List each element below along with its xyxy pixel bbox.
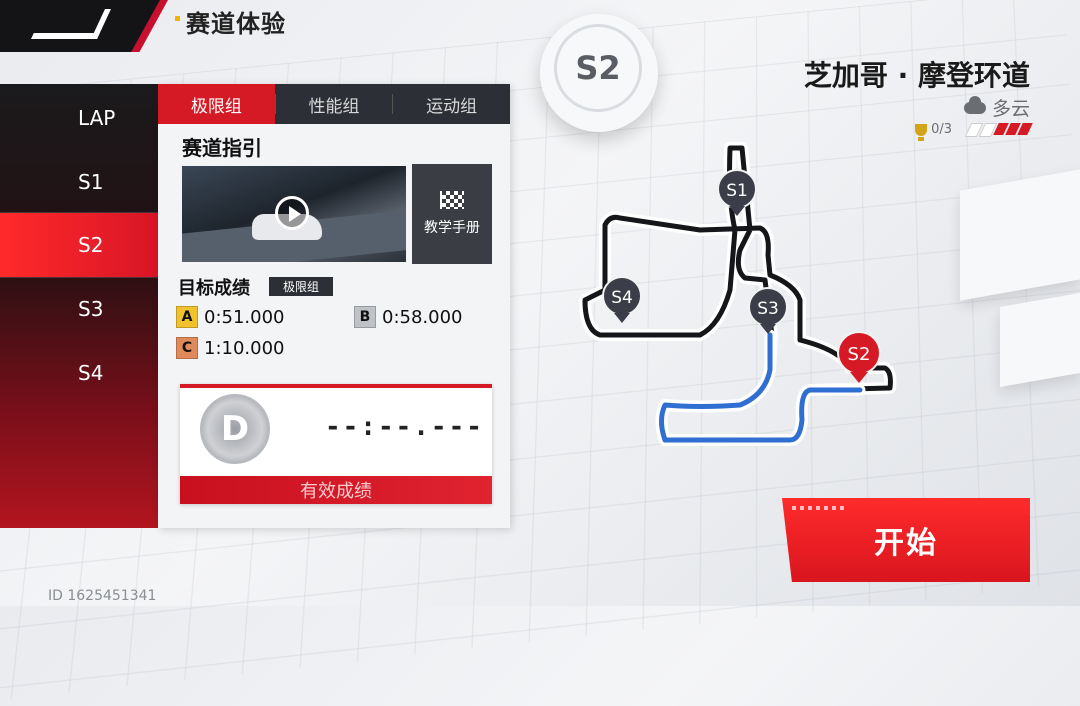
cloud-icon — [963, 95, 986, 114]
checkered-flag-icon — [440, 191, 464, 209]
grade-d-medal: D — [200, 394, 270, 464]
best-card-accent — [180, 384, 492, 388]
current-sector-emblem: S2 — [540, 14, 658, 132]
tab-performance-group[interactable]: 性能组 — [308, 96, 360, 117]
grade-a-time: 0:51.000 — [204, 306, 285, 328]
track-name: 芝加哥 · 摩登环道 — [803, 59, 1030, 92]
trophy-icon — [915, 123, 928, 141]
group-tabs: 极限组 性能组 运动组 — [158, 84, 510, 124]
track-sector-highlight-line — [659, 332, 863, 443]
play-icon[interactable] — [275, 196, 309, 230]
grade-b-badge: B — [354, 306, 376, 328]
marker-s1-tip — [729, 206, 745, 216]
marker-s4[interactable]: S4 — [602, 276, 642, 323]
marker-s4-label: S4 — [611, 288, 633, 308]
start-button-label: 开始 — [874, 526, 938, 561]
weather-info: 多云 — [963, 94, 1030, 121]
valid-result-label: 有效成绩 — [180, 476, 492, 504]
grade-b-time: 0:58.000 — [382, 306, 463, 328]
marker-s3-label: S3 — [757, 299, 779, 319]
trophy-progress: 0/3 — [915, 122, 1033, 141]
marker-s1[interactable]: S1 — [717, 169, 757, 216]
best-time: --:--.--- — [325, 412, 484, 442]
nav-item-s4[interactable]: S4 — [78, 361, 104, 385]
guide-title: 赛道指引 — [182, 136, 262, 160]
trophy-count: 0/3 — [931, 122, 952, 137]
tab-sport-group[interactable]: 运动组 — [426, 96, 478, 117]
marker-s4-tip — [614, 313, 630, 323]
tab-divider — [274, 94, 276, 114]
nav-item-lap[interactable]: LAP — [78, 106, 116, 130]
start-button[interactable]: 开始 — [782, 498, 1030, 582]
nav-item-s1[interactable]: S1 — [78, 170, 104, 194]
sector-nav: LAP S1 S2 S3 S4 — [0, 84, 158, 528]
manual-label: 教学手册 — [424, 220, 480, 236]
marker-s2-label: S2 — [848, 344, 871, 365]
marker-s2-tip — [850, 372, 868, 383]
back-button[interactable] — [0, 0, 160, 52]
grade-a-badge: A — [176, 306, 198, 328]
target-title: 目标成绩 — [178, 278, 250, 299]
grade-c-time: 1:10.000 — [204, 337, 285, 359]
tab-extreme-group[interactable]: 极限组 — [158, 84, 275, 124]
target-group-badge: 极限组 — [269, 277, 334, 296]
start-button-stripe — [792, 506, 844, 510]
marker-s2[interactable]: S2 — [837, 331, 881, 383]
tutorial-manual-button[interactable]: 教学手册 — [412, 164, 492, 264]
current-sector-label: S2 — [554, 24, 642, 112]
grade-row-a: A 0:51.000 — [176, 306, 285, 328]
player-id: ID 1625451341 — [48, 588, 157, 604]
page-title: 赛道体验 — [186, 10, 286, 38]
guide-video-thumbnail[interactable] — [182, 166, 406, 262]
nav-item-s2[interactable]: S2 — [0, 213, 158, 277]
marker-s3-tip — [760, 324, 776, 334]
grade-c-badge: C — [176, 337, 198, 359]
title-marker — [175, 16, 180, 21]
track-map: S1 S4 S3 S2 — [582, 145, 893, 443]
marker-s3[interactable]: S3 — [748, 287, 788, 334]
grade-row-c: C 1:10.000 — [176, 337, 285, 359]
best-result-card: D --:--.--- 有效成绩 — [180, 384, 492, 504]
grade-row-b: B 0:58.000 — [354, 306, 463, 328]
sector-info-panel: 极限组 性能组 运动组 赛道指引 教学手册 目标成绩 极限组 A 0:51.00… — [158, 84, 510, 528]
tab-divider — [392, 94, 394, 114]
weather-label: 多云 — [991, 98, 1030, 120]
marker-s1-label: S1 — [726, 181, 748, 201]
nav-item-s3[interactable]: S3 — [78, 297, 104, 321]
